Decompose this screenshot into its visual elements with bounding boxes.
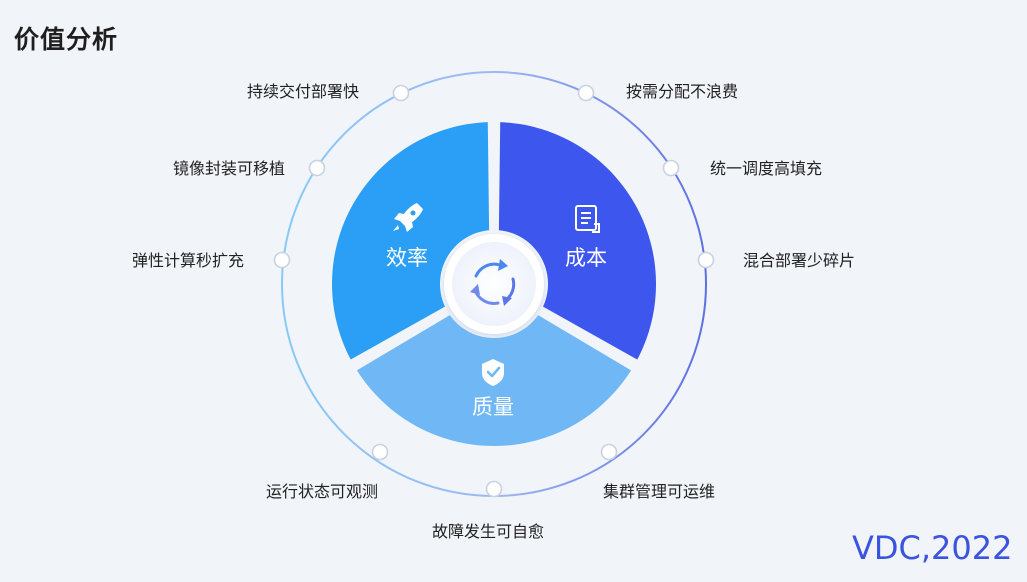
shield-check-icon [482, 359, 504, 386]
marker-portable-image [308, 159, 326, 177]
marker-cluster-ops [600, 443, 618, 461]
marker-observability [371, 443, 389, 461]
benefit-label-self-healing: 故障发生可自愈 [432, 522, 545, 541]
benefit-label-portable-image: 镜像封装可移植 [172, 159, 285, 178]
marker-fast-delivery [392, 84, 410, 102]
page-title: 价值分析 [14, 25, 119, 54]
marker-mixed-deployment [697, 251, 715, 269]
benefit-label-observability: 运行状态可观测 [266, 482, 379, 501]
marker-unified-scheduling [662, 159, 680, 177]
segment-label-efficiency: 效率 [386, 246, 428, 270]
rocket-icon [393, 203, 423, 232]
benefit-label-on-demand: 按需分配不浪费 [626, 82, 739, 101]
benefit-label-unified-scheduling: 统一调度高填充 [710, 159, 823, 178]
refresh-cycle-icon [470, 259, 516, 306]
segment-efficiency [332, 122, 490, 360]
segment-label-quality: 质量 [472, 395, 514, 419]
brand-logo: VDC,2022 [852, 529, 1013, 567]
marker-on-demand [577, 84, 595, 102]
ring-markers [273, 84, 715, 498]
segment-cost [498, 122, 656, 360]
benefit-label-fast-delivery: 持续交付部署快 [246, 82, 359, 101]
center-inner [452, 242, 536, 326]
marker-elastic-compute [273, 251, 291, 269]
benefit-label-mixed-deployment: 混合部署少碎片 [743, 251, 856, 270]
benefit-label-cluster-ops: 集群管理可运维 [603, 482, 716, 501]
segment-label-cost: 成本 [565, 246, 607, 270]
marker-self-healing [485, 480, 503, 498]
document-icon [575, 205, 600, 233]
benefit-label-elastic-compute: 弹性计算秒扩充 [131, 251, 244, 270]
